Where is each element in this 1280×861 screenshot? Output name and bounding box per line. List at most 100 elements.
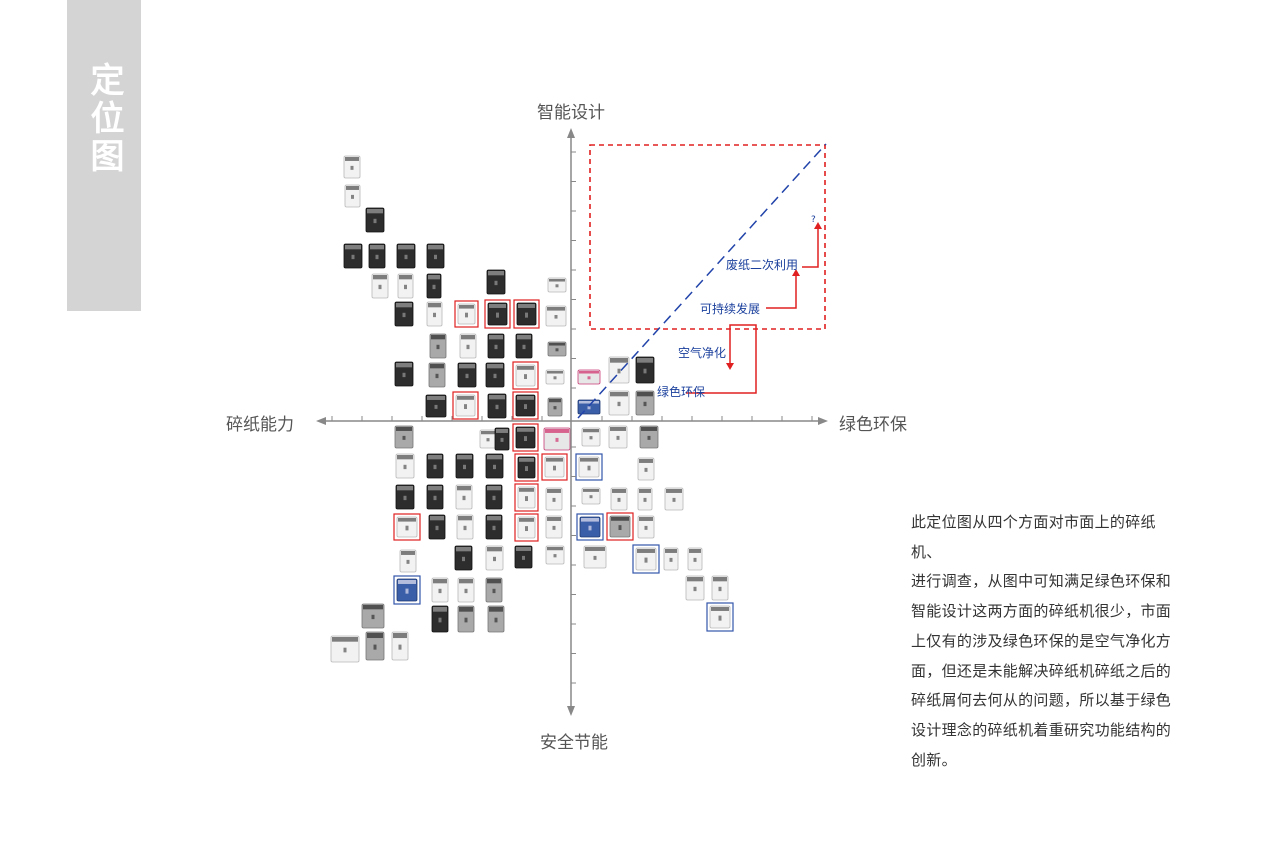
shredder-lid	[401, 551, 415, 555]
shredder-thumbnail	[711, 575, 729, 601]
shredder-thumbnail	[426, 243, 445, 269]
shredder-window	[486, 438, 490, 442]
shredder-thumbnail	[577, 369, 601, 385]
shredder-thumbnail	[361, 603, 385, 629]
shredder-window	[552, 525, 556, 530]
shredder-lid	[547, 371, 563, 374]
arrow-up-icon	[792, 269, 800, 276]
highlight-frame	[512, 423, 539, 452]
shredder-lid	[487, 547, 502, 552]
description-line: 创新。	[911, 750, 957, 769]
shredder-thumbnail	[455, 484, 473, 510]
highlight-frame	[512, 361, 539, 390]
shredder-lid	[517, 396, 534, 400]
shredder-lid	[583, 489, 599, 492]
shredder-window	[398, 644, 402, 650]
shredder-lid	[549, 343, 565, 346]
shredder-window	[553, 376, 557, 380]
shredder-window	[433, 312, 436, 318]
shredder-thumbnail	[485, 484, 503, 510]
shredder-thumbnail	[543, 427, 571, 451]
shredder-window	[438, 617, 442, 623]
shredder-thumbnail	[399, 549, 417, 573]
shredder-window	[403, 495, 407, 501]
shredder-window	[500, 437, 504, 442]
shredder-window	[403, 464, 407, 470]
shredder-lid	[373, 275, 387, 280]
shredder-lid	[517, 428, 534, 432]
shredder-thumbnail	[365, 631, 385, 661]
shredder-lid	[610, 358, 628, 363]
highlight-frame	[706, 602, 734, 632]
shredder-thumbnail	[397, 273, 414, 299]
arrow-down-icon	[567, 706, 575, 716]
shredder-lid	[689, 549, 701, 553]
shredder-lid	[397, 455, 413, 460]
shredder-lid	[517, 335, 531, 340]
shredder-thumbnail	[635, 356, 655, 384]
shredder-window	[617, 368, 621, 374]
page-title: 定位图	[84, 62, 124, 176]
shredder-lid	[489, 607, 503, 612]
highlight-frame	[514, 483, 539, 512]
shredder-lid	[637, 549, 655, 553]
shredder-window	[496, 312, 499, 318]
shredder-thumbnail	[368, 243, 386, 269]
description-line: 设计理念的碎纸机着重研究功能结构的	[911, 720, 1172, 739]
shredder-lid	[433, 607, 447, 612]
target-zone	[577, 143, 827, 419]
arrow-up-icon	[567, 128, 575, 138]
shredder-lid	[427, 396, 445, 400]
shredder-window	[378, 284, 382, 290]
shredder-window	[555, 284, 559, 288]
shredder-lid	[430, 516, 444, 521]
arrow-left-icon	[316, 417, 326, 425]
shredder-window	[643, 368, 647, 374]
highlight-frame	[514, 453, 539, 482]
shredder-lid	[545, 429, 569, 433]
shredder-thumbnail	[632, 544, 660, 574]
axis-label-top: 智能设计	[537, 103, 605, 123]
shredder-window	[373, 644, 377, 650]
shredder-lid	[489, 395, 505, 400]
shredder-window	[718, 615, 722, 621]
shredder-thumbnail	[514, 453, 539, 482]
shredder-lid	[547, 547, 563, 551]
shredder-window	[464, 404, 467, 410]
shredder-lid	[519, 518, 534, 522]
shredder-thumbnail	[581, 487, 601, 505]
shredder-lid	[459, 607, 473, 612]
shredder-lid	[711, 607, 729, 611]
shredder-lid	[583, 429, 599, 433]
highlight-frame	[541, 453, 568, 481]
description-line: 进行调查，从图中可知满足绿色环保和	[911, 572, 1172, 591]
shredder-window	[647, 435, 651, 440]
shredder-lid	[397, 486, 413, 491]
shredder-lid	[665, 549, 677, 553]
shredder-window	[434, 254, 437, 260]
highlight-frame	[632, 544, 660, 574]
shredder-lid	[641, 427, 657, 431]
description-line: 此定位图从四个方面对市面上的碎纸机、	[911, 513, 1156, 561]
shredder-window	[351, 194, 354, 199]
shredder-window	[464, 617, 468, 623]
shredder-lid	[487, 516, 501, 521]
shredder-thumbnail	[581, 427, 601, 447]
shredder-lid	[639, 489, 651, 493]
shredder-thumbnail	[687, 547, 703, 571]
shredder-window	[587, 406, 591, 410]
shredder-window	[555, 437, 559, 442]
shredder-lid	[367, 209, 383, 214]
shredder-thumbnail	[606, 512, 634, 541]
shredder-window	[402, 312, 406, 318]
shredder-window	[351, 254, 355, 260]
shredder-lid	[457, 455, 472, 460]
shredder-thumbnail	[484, 299, 511, 329]
axis-label-left: 碎纸能力	[226, 415, 294, 435]
shredder-lid	[612, 489, 626, 493]
shredder-thumbnail	[576, 513, 604, 541]
step-connector	[766, 275, 797, 309]
shredder-lid	[363, 605, 383, 610]
shredder-window	[644, 525, 648, 530]
